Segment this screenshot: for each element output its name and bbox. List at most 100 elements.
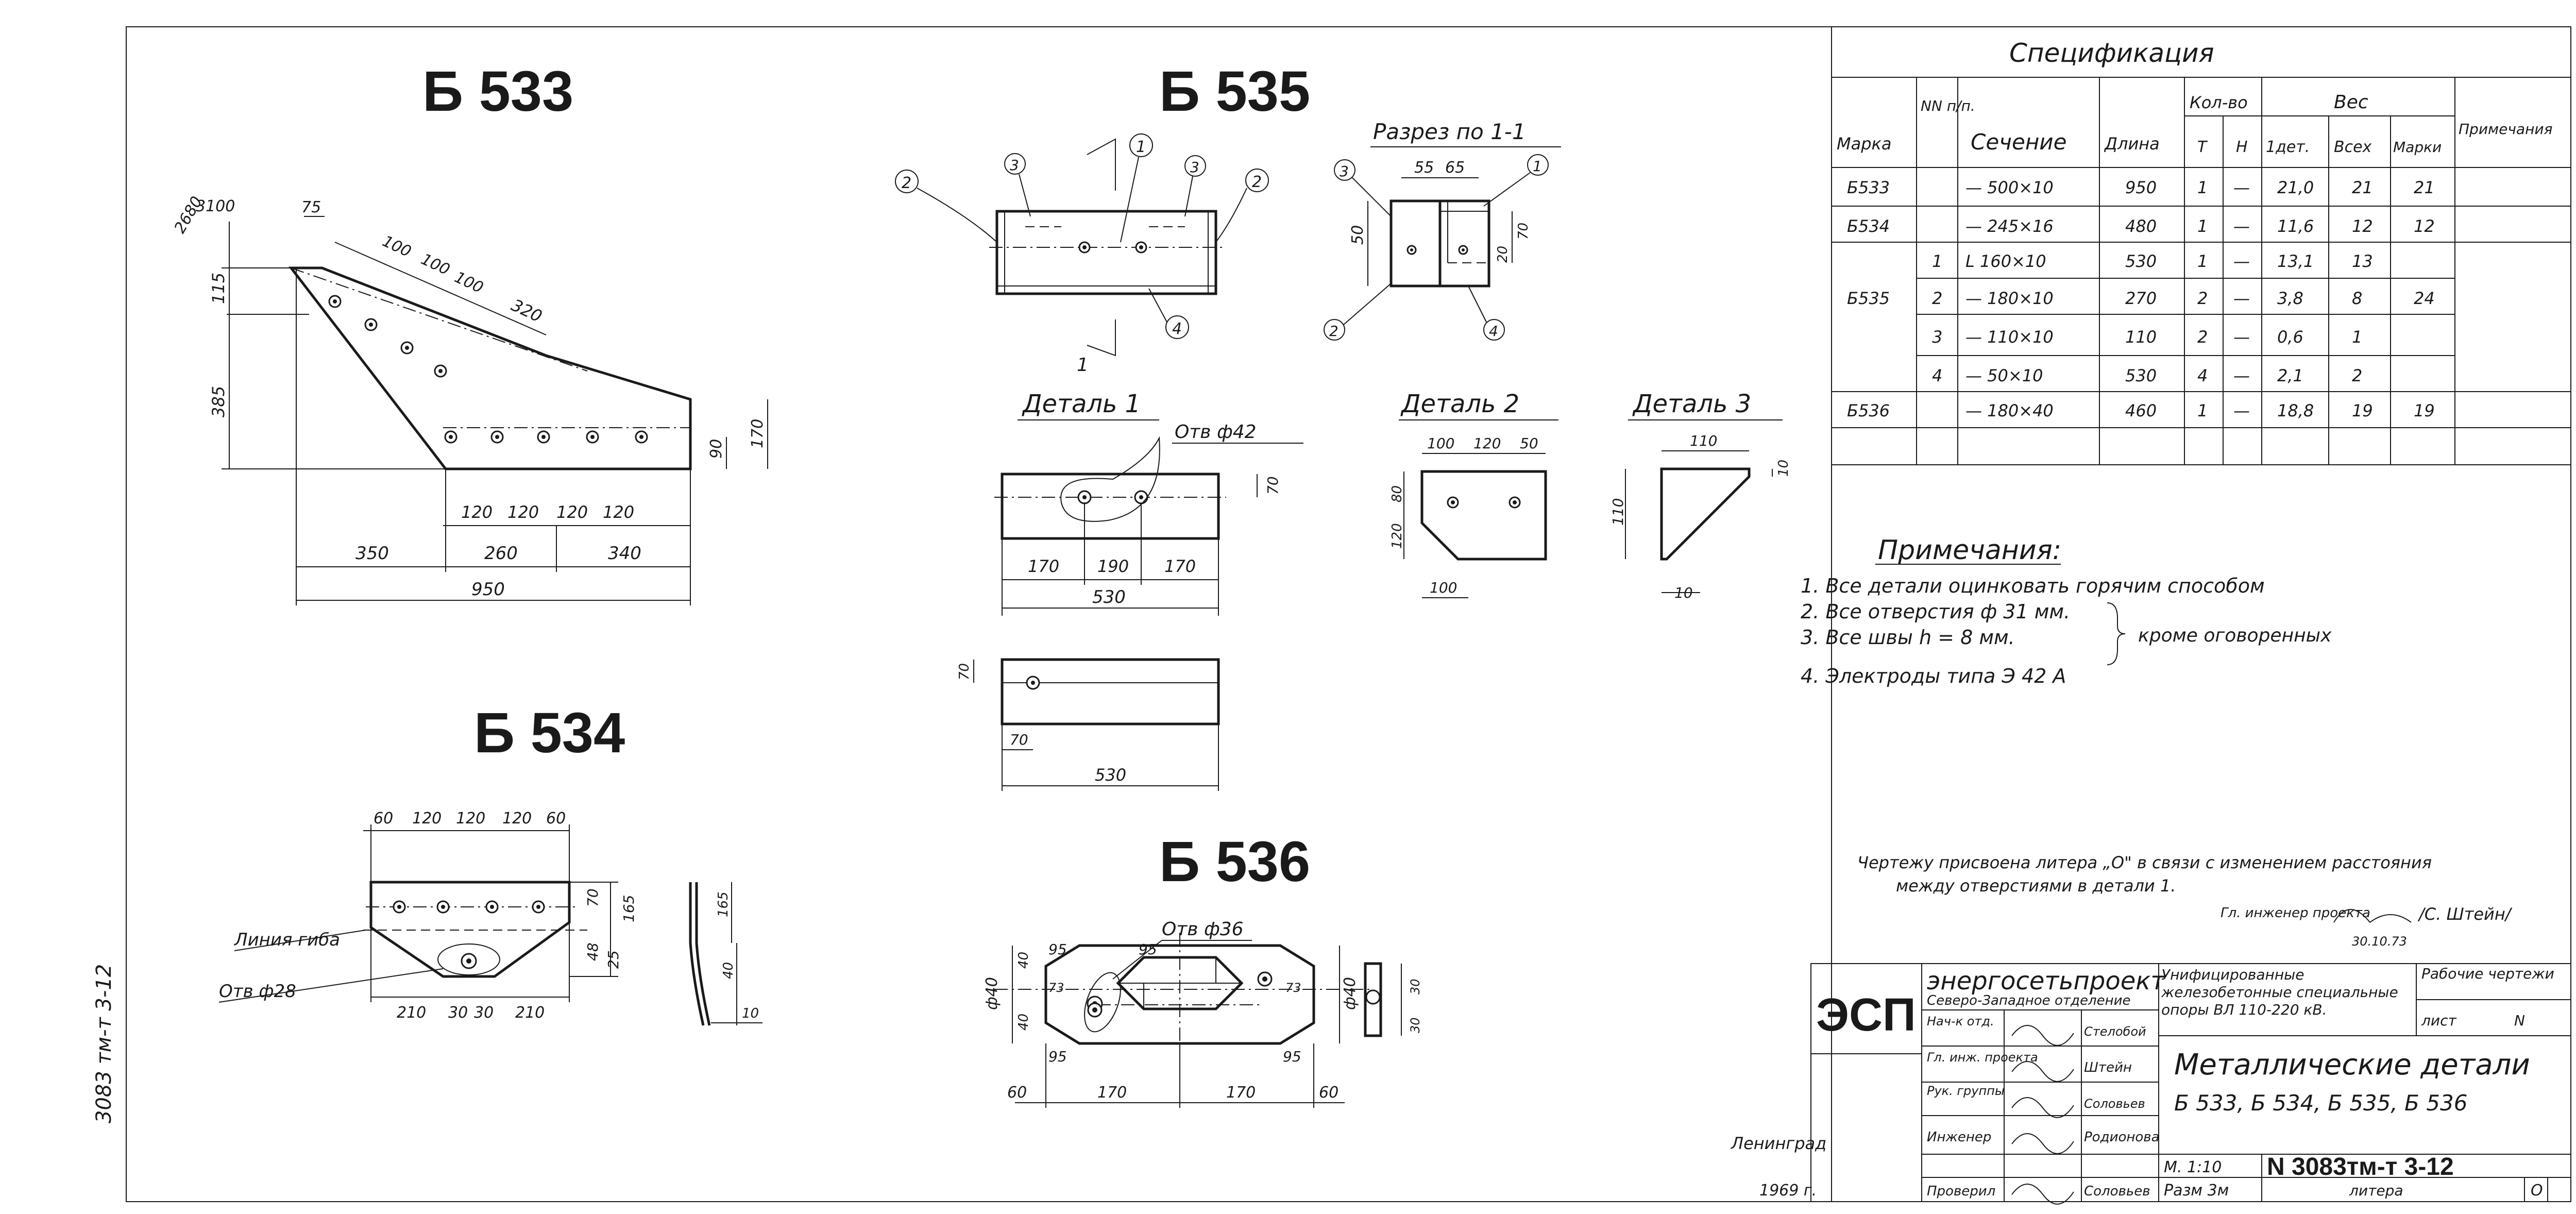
svg-text:950: 950	[2125, 178, 2157, 197]
svg-text:О: О	[2531, 1182, 2543, 1200]
svg-text:165: 165	[716, 891, 731, 917]
svg-text:Кол-во: Кол-во	[2190, 93, 2248, 112]
svg-text:L 160×10: L 160×10	[1965, 251, 2046, 271]
svg-text:Соловьев: Соловьев	[2084, 1184, 2150, 1199]
svg-text:4: 4	[1172, 320, 1182, 338]
title-b533: Б 533	[422, 60, 573, 123]
svg-text:—: —	[2233, 178, 2250, 197]
svg-text:— 180×40: — 180×40	[1965, 401, 2054, 420]
svg-text:24: 24	[2414, 289, 2435, 308]
svg-text:11,6: 11,6	[2277, 216, 2314, 236]
svg-text:165: 165	[620, 895, 637, 922]
svg-text:10: 10	[1776, 460, 1791, 477]
svg-text:25: 25	[605, 950, 622, 969]
svg-text:120: 120	[1473, 435, 1501, 452]
svg-text:170: 170	[749, 419, 767, 448]
svg-text:13,1: 13,1	[2277, 251, 2314, 271]
svg-text:Ленинград: Ленинград	[1731, 1134, 1826, 1153]
spec-row: 4 — 50×10 530 4 — 2,1 2	[1932, 366, 2362, 385]
esp-logo: ЭСП	[1816, 989, 1916, 1041]
svg-text:Сечение: Сечение	[1971, 129, 2066, 155]
svg-text:95: 95	[1283, 1048, 1301, 1065]
svg-text:120: 120	[556, 502, 588, 522]
svg-text:30: 30	[448, 1004, 468, 1022]
svg-text:лист: лист	[2421, 1012, 2456, 1029]
svg-text:Б536: Б536	[1847, 401, 1890, 420]
b535-section-title: Разрез по 1-1	[1373, 119, 1526, 144]
signature-1	[2011, 1025, 2074, 1046]
svg-text:60: 60	[1319, 1084, 1338, 1102]
svg-text:270: 270	[2125, 289, 2157, 308]
svg-text:Инженер: Инженер	[1927, 1129, 1991, 1145]
svg-text:70: 70	[1010, 731, 1028, 748]
svg-text:950: 950	[471, 579, 505, 600]
svg-text:530: 530	[1092, 587, 1126, 608]
svg-text:— 500×10: — 500×10	[1965, 178, 2054, 197]
svg-text:1: 1	[1136, 138, 1146, 156]
notes-block: Примечания: 1. Все детали оцинковать гор…	[1801, 535, 2332, 687]
svg-text:120: 120	[603, 502, 634, 522]
svg-text:120: 120	[1389, 523, 1405, 549]
b534-hole-label: Отв ф28	[219, 981, 296, 1002]
svg-text:40: 40	[721, 962, 736, 979]
svg-text:30.10.73: 30.10.73	[2352, 934, 2407, 949]
svg-text:— 50×10: — 50×10	[1965, 366, 2043, 385]
svg-text:115: 115	[209, 273, 228, 304]
svg-text:Стелобой: Стелобой	[2084, 1024, 2146, 1039]
svg-text:—: —	[2233, 327, 2250, 347]
svg-text:ф40: ф40	[983, 977, 1001, 1010]
note-2: 2. Все отверстия ф 31 мм.	[1801, 600, 2070, 623]
spec-row: Б534 — 245×16 480 1 — 11,6 12 12	[1847, 216, 2435, 236]
svg-text:13: 13	[2352, 251, 2373, 271]
signature-3	[2011, 1097, 2074, 1118]
svg-text:2: 2	[902, 174, 911, 192]
svg-text:4: 4	[1489, 323, 1498, 340]
title-block: ЭСП энергосетьпроект Северо-Западное отд…	[1731, 963, 2571, 1205]
svg-text:170: 170	[1028, 557, 1059, 576]
svg-text:95: 95	[1139, 941, 1157, 958]
detail1-plate	[1001, 473, 1220, 540]
svg-text:120: 120	[412, 810, 442, 828]
svg-text:М. 1:10: М. 1:10	[2164, 1158, 2222, 1176]
svg-text:60: 60	[546, 810, 566, 828]
svg-text:30: 30	[1408, 1017, 1422, 1033]
spec-row: Б536 — 180×40 460 1 — 18,8 19 19	[1847, 401, 2435, 420]
svg-text:—: —	[2233, 366, 2250, 385]
svg-text:2: 2	[1252, 173, 1262, 191]
svg-text:3100: 3100	[196, 197, 235, 215]
svg-text:95: 95	[1048, 941, 1067, 958]
svg-text:18,8: 18,8	[2277, 401, 2314, 420]
svg-text:170: 170	[1226, 1084, 1256, 1102]
svg-text:70: 70	[957, 663, 972, 680]
stamp-stage: Рабочие чертежи	[2421, 966, 2554, 982]
svg-text:3: 3	[1932, 327, 1942, 347]
svg-text:50: 50	[1520, 435, 1538, 452]
svg-text:Б533: Б533	[1847, 178, 1890, 197]
svg-text:1: 1	[2197, 251, 2208, 271]
svg-text:12: 12	[2414, 216, 2435, 236]
svg-text:260: 260	[484, 543, 518, 564]
svg-text:1: 1	[1533, 158, 1542, 175]
svg-text:80: 80	[1389, 485, 1405, 502]
b534-bend-label: Линия гиба	[233, 930, 340, 950]
b534-holes	[393, 900, 545, 969]
stamp-subtitle: Б 533, Б 534, Б 535, Б 536	[2174, 1090, 2467, 1116]
svg-text:3: 3	[1340, 163, 1349, 180]
b534-side-view	[689, 882, 705, 1026]
svg-text:—: —	[2233, 251, 2250, 271]
signature-5	[2011, 1184, 2074, 1205]
svg-text:90: 90	[707, 439, 725, 459]
svg-text:1: 1	[2197, 216, 2208, 236]
stamp-drawing-number: N 3083тм-т 3-12	[2267, 1153, 2454, 1181]
svg-text:Родионова: Родионова	[2084, 1129, 2160, 1145]
svg-text:— 110×10: — 110×10	[1965, 327, 2054, 347]
svg-text:170: 170	[1097, 1084, 1127, 1102]
detail2-plate	[1420, 470, 1547, 561]
notes-title: Примечания:	[1878, 535, 2061, 566]
svg-text:1: 1	[2352, 327, 2362, 347]
revision-note: Чертежу присвоена литера „О" в связи с и…	[1857, 853, 2513, 949]
svg-text:73: 73	[1048, 981, 1064, 995]
spec-title: Спецификация	[2009, 38, 2214, 68]
signature-4	[2011, 1133, 2074, 1154]
b533-holes	[328, 295, 648, 444]
